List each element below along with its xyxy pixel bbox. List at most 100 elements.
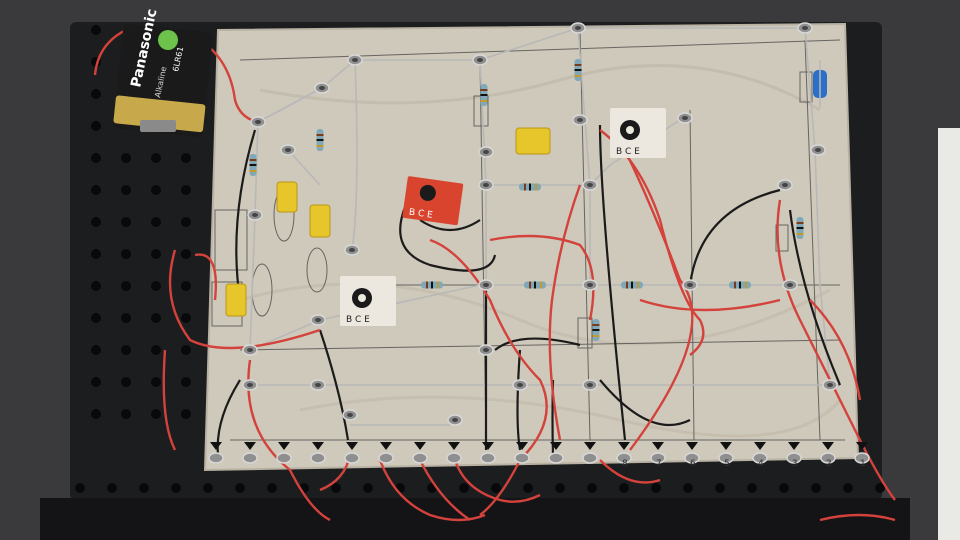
spring-terminal: [342, 409, 358, 421]
capacitor-c1: [276, 181, 298, 213]
spring-terminal: [314, 82, 330, 94]
spring-terminal: [782, 279, 798, 291]
spring-terminal: [582, 179, 598, 191]
bottom-terminal: [650, 442, 666, 464]
spring-terminal: [242, 379, 258, 391]
peg-hole: [875, 483, 885, 493]
bottom-terminal: [718, 442, 734, 464]
peg-hole: [121, 409, 131, 419]
peg-hole: [91, 217, 101, 227]
spring-terminal: [247, 209, 263, 221]
resistors: [249, 59, 804, 341]
spring-terminal: [677, 112, 693, 124]
bottom-terminal: [514, 442, 530, 464]
peg-hole: [811, 483, 821, 493]
bottom-terminal: [242, 442, 258, 464]
peg-hole: [91, 377, 101, 387]
spring-terminal: [478, 179, 494, 191]
peg-hole: [91, 25, 101, 35]
peg-hole: [91, 153, 101, 163]
bottom-terminal: [582, 442, 598, 464]
peg-hole: [121, 377, 131, 387]
resistor: [621, 281, 643, 289]
peg-hole: [151, 313, 161, 323]
transistor-q2-pins: B C E: [346, 315, 370, 325]
peg-hole: [75, 483, 85, 493]
spring-terminal: [310, 379, 326, 391]
spring-terminal: [570, 22, 586, 34]
black-wires: [216, 124, 842, 456]
red-wires: [93, 26, 896, 522]
bottom-terminal: [446, 442, 462, 464]
terminal-number: 8: [622, 459, 628, 469]
spring-terminal: [582, 379, 598, 391]
spring-terminal: [777, 179, 793, 191]
terminal-number: 2: [826, 459, 832, 469]
terminal-number: 4: [758, 459, 764, 469]
capacitor-c2: [309, 204, 331, 238]
spring-terminal: [242, 344, 258, 356]
bottom-terminal: [480, 442, 496, 464]
peg-hole: [121, 313, 131, 323]
bottom-terminal: [548, 442, 564, 464]
peg-hole: [121, 281, 131, 291]
peg-hole: [91, 185, 101, 195]
peg-hole: [683, 483, 693, 493]
peg-hole: [491, 483, 501, 493]
bottom-terminal: [208, 442, 224, 464]
spring-terminal: [822, 379, 838, 391]
peg-hole: [151, 377, 161, 387]
peg-hole: [181, 409, 191, 419]
spring-terminal: [478, 344, 494, 356]
peg-hole: [363, 483, 373, 493]
spring-terminal: [447, 414, 463, 426]
bottom-terminal: [276, 442, 292, 464]
spring-terminal: [347, 54, 363, 66]
terminal-number: 7: [656, 459, 662, 469]
peg-hole: [181, 217, 191, 227]
bottom-terminal: [786, 442, 802, 464]
bottom-terminal: [854, 442, 870, 464]
peg-hole: [151, 345, 161, 355]
bottom-terminal: [310, 442, 326, 464]
bottom-terminal: [820, 442, 836, 464]
peg-hole: [151, 409, 161, 419]
terminal-number: 6: [690, 459, 696, 469]
bottom-terminal: [344, 442, 360, 464]
spring-terminal: [472, 54, 488, 66]
peg-hole: [181, 313, 191, 323]
transistor-q1: B C E: [402, 176, 464, 226]
peg-hole: [121, 185, 131, 195]
transistor-q3-pins: B C E: [616, 147, 640, 157]
peg-hole: [181, 281, 191, 291]
peg-hole: [235, 483, 245, 493]
peg-hole: [121, 249, 131, 259]
peg-hole: [843, 483, 853, 493]
bottom-terminal: [412, 442, 428, 464]
peg-hole: [121, 345, 131, 355]
spring-terminal: [572, 114, 588, 126]
peg-hole: [555, 483, 565, 493]
terminal-number: 1: [860, 459, 866, 469]
peg-hole: [779, 483, 789, 493]
peg-hole: [151, 185, 161, 195]
resistor: [574, 59, 582, 81]
bottom-terminal: [378, 442, 394, 464]
white-card-right: [938, 128, 960, 540]
peg-hole: [203, 483, 213, 493]
spring-terminal: [280, 144, 296, 156]
peg-hole: [747, 483, 757, 493]
peg-hole: [651, 483, 661, 493]
peg-hole: [91, 313, 101, 323]
battery: Panasonic Alkaline 6LR61: [113, 7, 213, 137]
peg-hole: [181, 153, 191, 163]
peg-hole: [267, 483, 277, 493]
peg-hole: [181, 345, 191, 355]
spring-terminal: [582, 279, 598, 291]
peg-hole: [181, 249, 191, 259]
spring-terminal: [478, 279, 494, 291]
spring-terminal: [250, 116, 266, 128]
peg-hole: [151, 153, 161, 163]
peg-hole: [587, 483, 597, 493]
